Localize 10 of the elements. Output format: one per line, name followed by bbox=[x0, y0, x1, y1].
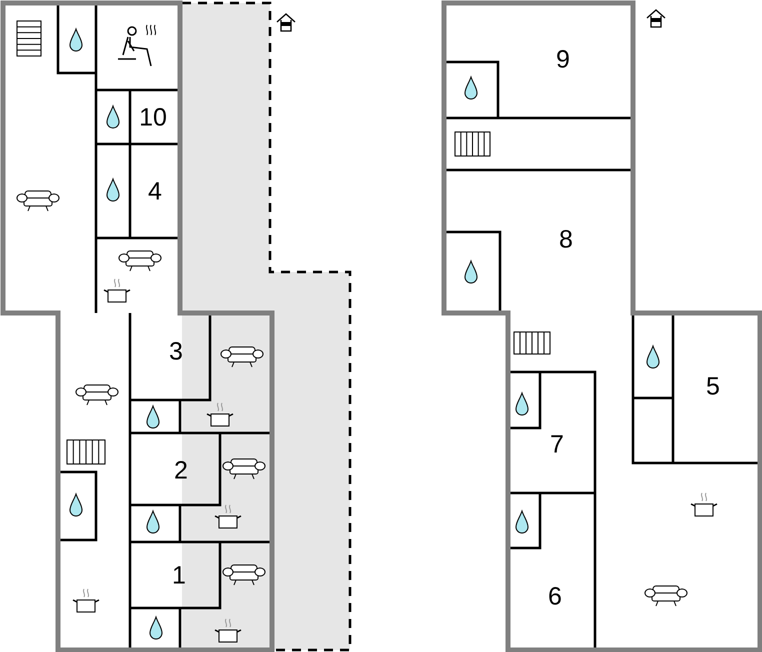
room-number: 7 bbox=[550, 432, 564, 458]
room-number: 3 bbox=[169, 340, 183, 364]
room-number: 5 bbox=[706, 374, 720, 400]
room-number: 2 bbox=[174, 458, 188, 484]
room-number: 6 bbox=[548, 584, 562, 610]
room-number: 4 bbox=[148, 180, 162, 204]
room-number: 1 bbox=[172, 564, 186, 588]
room-number: 9 bbox=[556, 48, 570, 72]
room-number: 10 bbox=[139, 106, 167, 130]
room-number: 8 bbox=[559, 228, 573, 252]
